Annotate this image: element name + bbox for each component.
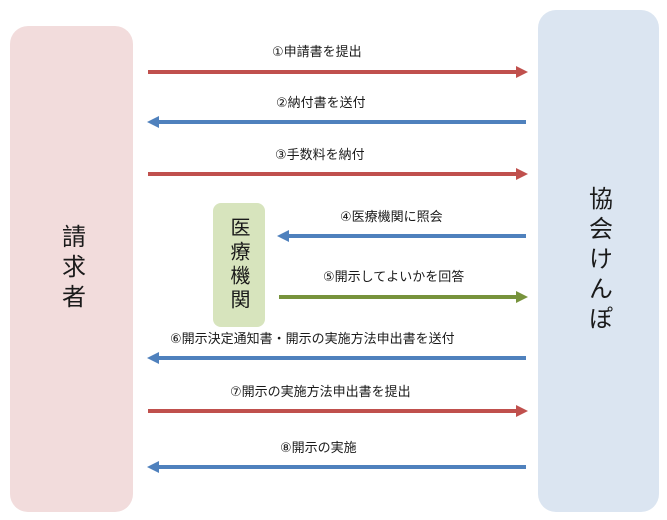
step-5-label: ⑤開示してよいかを回答 [323,270,465,285]
step-2-label: ②納付書を送付 [276,96,366,111]
step-1-arrow [148,66,528,78]
requester-box: 請求者 [10,26,133,512]
step-3-label: ③手数料を納付 [275,148,365,163]
kyokai-box: 協会けんぽ [538,10,659,512]
step-5-arrow [279,291,528,303]
step-3-head [516,168,528,180]
step-4-label: ④医療機関に照会 [340,210,443,225]
step-8-label: ⑧開示の実施 [280,441,357,456]
step-3-arrow [148,168,528,180]
requester-label: 請求者 [57,224,86,314]
step-5-head [516,291,528,303]
step-2-head [147,116,159,128]
step-4-head [277,230,289,242]
step-6-arrow [147,352,526,364]
kyokai-label: 協会けんぽ [584,186,613,336]
step-7-label: ⑦開示の実施方法申出書を提出 [230,385,411,400]
step-8-arrow [147,461,526,473]
medical-institution-label: 医療機関 [227,217,251,313]
step-8-head [147,461,159,473]
step-7-arrow [148,405,528,417]
step-1-label: ①申請書を提出 [272,45,362,60]
step-2-arrow [147,116,526,128]
medical-institution-box: 医療機関 [213,203,265,327]
step-6-head [147,352,159,364]
step-7-head [516,405,528,417]
step-1-head [516,66,528,78]
step-4-arrow [277,230,526,242]
step-6-label: ⑥開示決定通知書・開示の実施方法申出書を送付 [170,332,455,347]
